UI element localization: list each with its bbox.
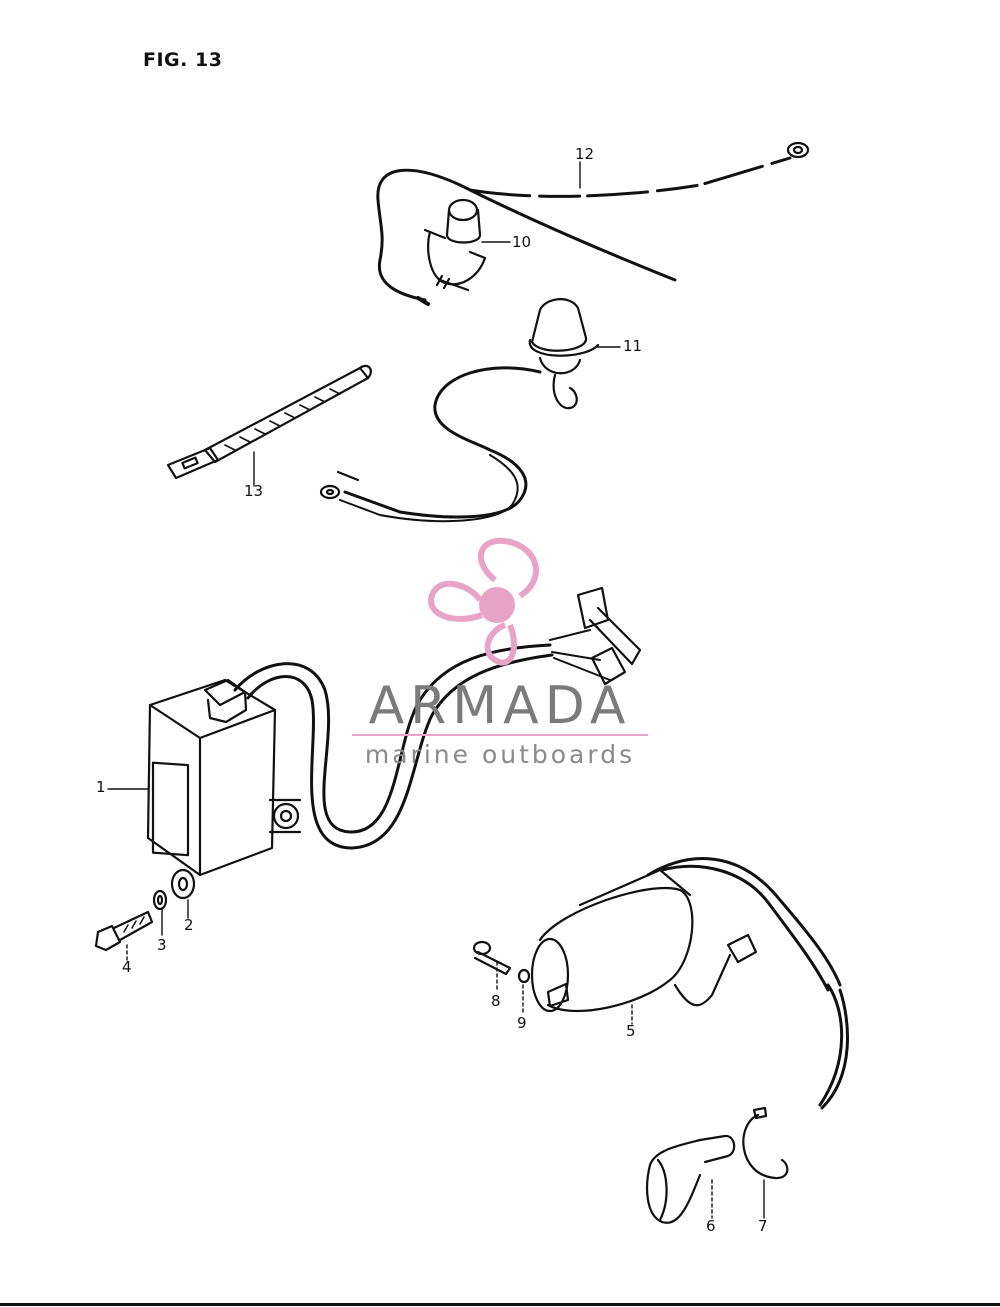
callout-9: 9 bbox=[517, 1014, 527, 1032]
ignition-coil-5 bbox=[530, 857, 850, 1110]
watermark-brand: ARMADA bbox=[368, 676, 632, 736]
ignition-unit-1 bbox=[146, 586, 642, 877]
switch-with-clamp-10 bbox=[423, 198, 487, 292]
callout-1: 1 bbox=[96, 778, 106, 796]
armada-propeller-logo bbox=[428, 537, 539, 666]
watermark-tagline: marine outboards bbox=[364, 740, 636, 769]
leader-lines bbox=[107, 161, 765, 1219]
lead-wire-12 bbox=[376, 141, 810, 306]
fasteners-2-3-4 bbox=[94, 868, 196, 952]
bottom-border bbox=[0, 1303, 1000, 1306]
callout-8: 8 bbox=[491, 992, 501, 1010]
callout-3: 3 bbox=[157, 936, 167, 954]
callout-10: 10 bbox=[512, 233, 532, 251]
callout-13: 13 bbox=[244, 482, 264, 500]
spark-plug-cap-6 bbox=[646, 1134, 736, 1224]
callout-11: 11 bbox=[623, 337, 643, 355]
stop-switch-11 bbox=[319, 298, 600, 523]
callout-6: 6 bbox=[706, 1217, 716, 1235]
callout-2: 2 bbox=[184, 916, 194, 934]
wire-clip-7 bbox=[742, 1106, 789, 1180]
callout-4: 4 bbox=[122, 958, 132, 976]
watermark-divider bbox=[352, 734, 648, 736]
figure-title: FIG. 13 bbox=[143, 49, 223, 71]
armada-watermark: ARMADA marine outboards bbox=[348, 680, 652, 767]
callout-5: 5 bbox=[626, 1022, 636, 1040]
callout-12: 12 bbox=[575, 145, 595, 163]
callout-7: 7 bbox=[758, 1217, 768, 1235]
cable-tie-13 bbox=[166, 364, 372, 480]
fasteners-8-9 bbox=[472, 940, 531, 984]
